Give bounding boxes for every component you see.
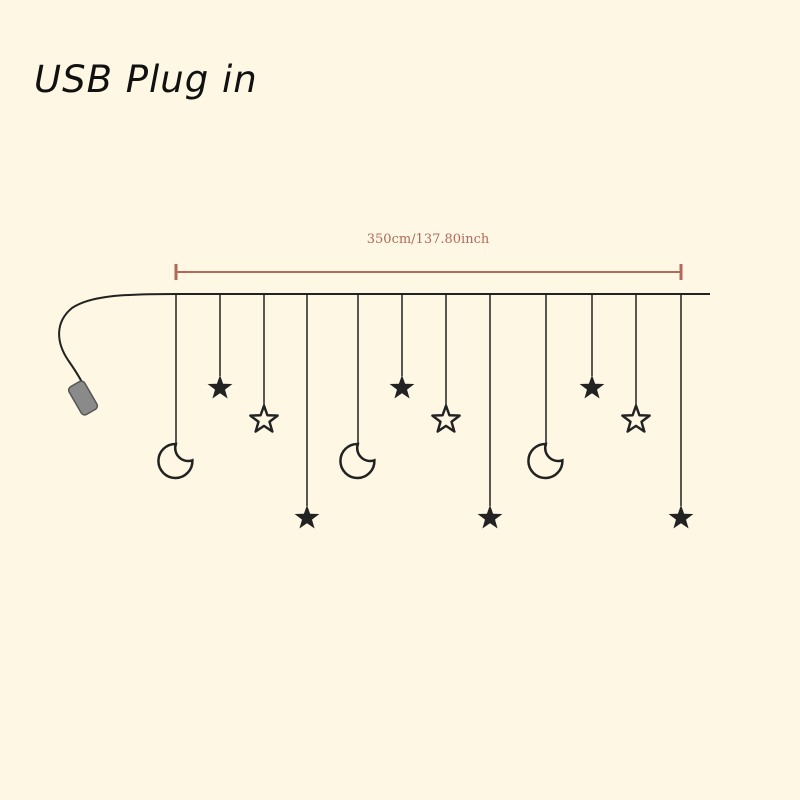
usb-cable	[58, 293, 177, 387]
outline-star-icon	[249, 404, 279, 433]
outline-star-icon	[621, 404, 651, 433]
outline-star-icon	[431, 404, 461, 433]
usb-plug-in-heading: USB Plug in	[34, 58, 258, 101]
filled-star-icon	[668, 505, 694, 529]
dimension-line	[174, 264, 683, 280]
filled-star-icon	[579, 375, 605, 399]
moon-icon	[152, 438, 198, 485]
moon-icon	[334, 438, 380, 485]
usb-plug-icon	[67, 380, 99, 416]
length-dimension-label: 350cm/137.80inch	[366, 232, 490, 247]
pendant-strings	[152, 294, 694, 529]
filled-star-icon	[477, 505, 503, 529]
moon-icon	[522, 438, 568, 485]
filled-star-icon	[389, 375, 415, 399]
filled-star-icon	[207, 375, 233, 399]
filled-star-icon	[294, 505, 320, 529]
